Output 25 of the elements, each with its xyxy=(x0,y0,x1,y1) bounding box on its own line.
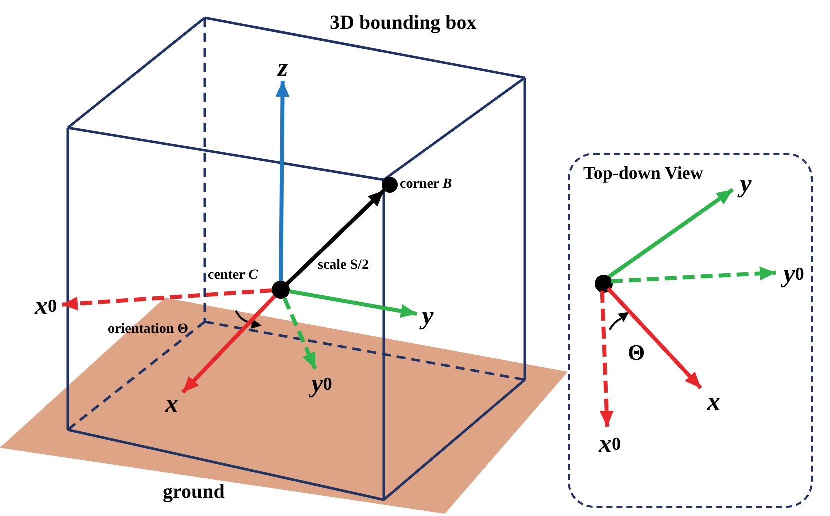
axis-label: y xyxy=(417,303,439,329)
dashed-arrow xyxy=(62,288,272,311)
dashed-arrow xyxy=(600,290,614,428)
arrow xyxy=(286,189,386,286)
dashed-arrow xyxy=(282,297,318,370)
ground-label: ground xyxy=(163,481,225,504)
box-title: 3D bounding box xyxy=(330,12,477,35)
point-caption: center C xyxy=(208,268,258,284)
axis-label: x xyxy=(703,389,725,415)
dashed-panel xyxy=(568,152,812,508)
arrow xyxy=(182,295,276,394)
point-caption: corner B xyxy=(400,177,452,193)
arrow xyxy=(276,80,290,282)
arrow xyxy=(290,290,418,318)
axis-label: x xyxy=(161,391,183,417)
axis-label: z xyxy=(272,55,294,81)
angle-label: orientation Θ xyxy=(108,322,188,338)
dashed-arrow xyxy=(610,266,776,284)
arrow xyxy=(606,287,702,390)
arrow xyxy=(608,188,734,278)
axis-label: y xyxy=(735,171,757,197)
point-marker xyxy=(382,177,398,193)
point-marker xyxy=(272,281,290,299)
panel-title: Top-down View xyxy=(584,162,704,184)
angle-label: Θ xyxy=(628,340,646,366)
